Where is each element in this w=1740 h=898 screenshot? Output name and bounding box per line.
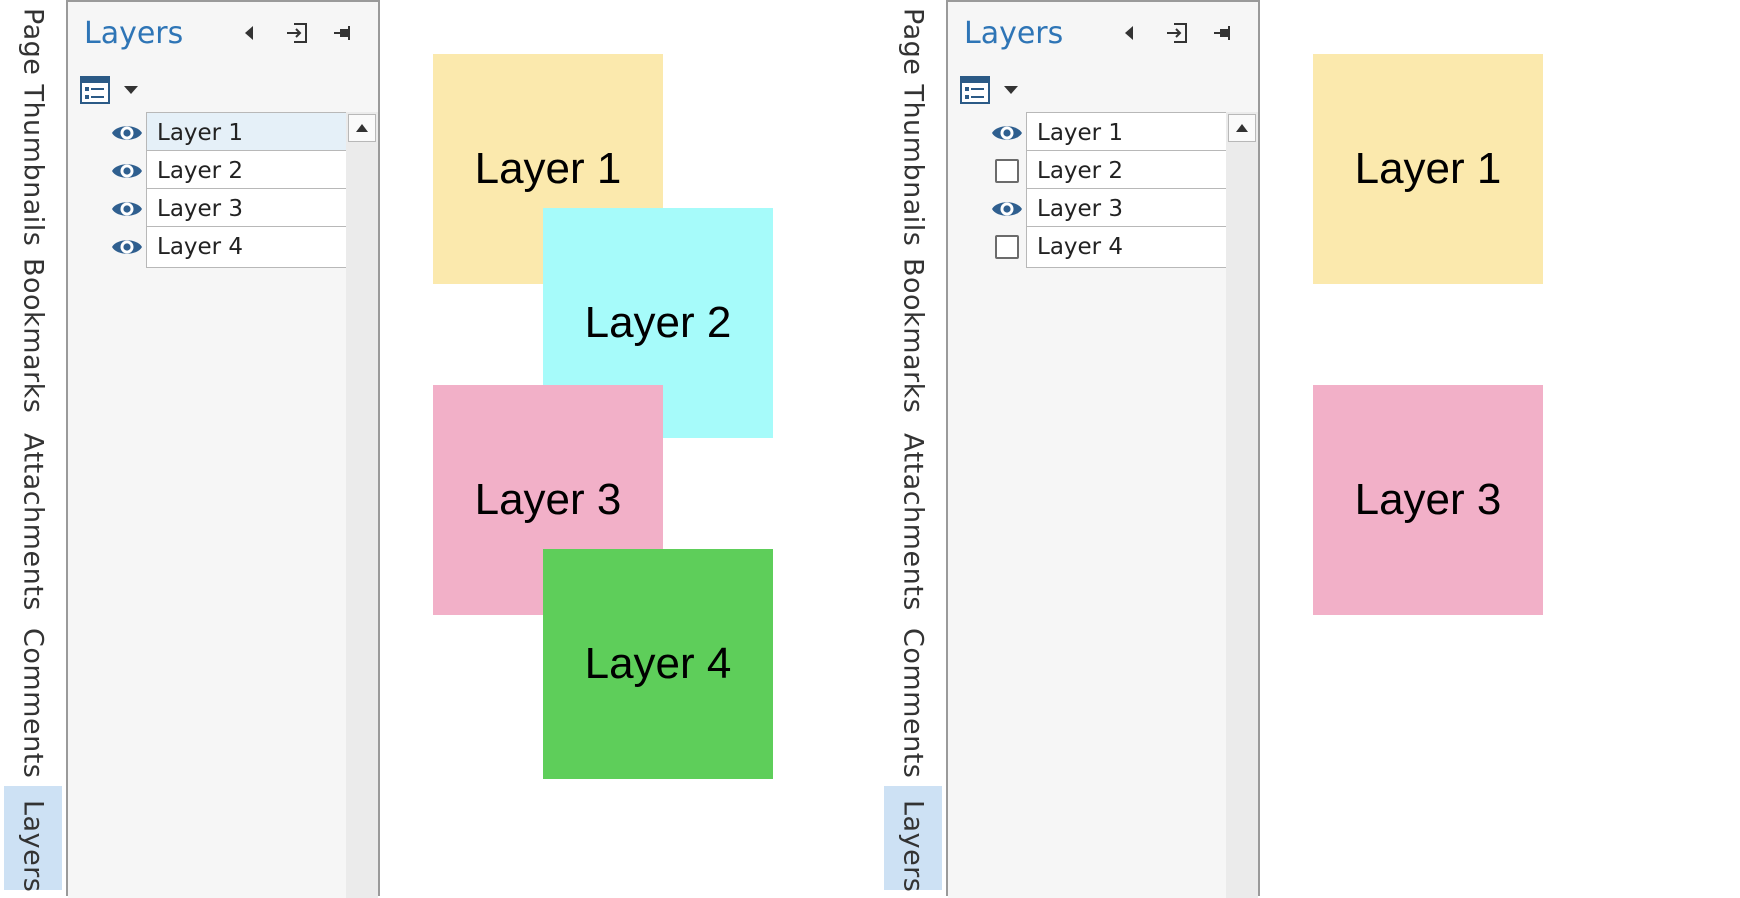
layer-row: Layer 2 [68,150,346,192]
tab-bookmarks[interactable]: Bookmarks [884,250,942,414]
panel-header: Layers [948,2,1258,66]
tab-layers[interactable]: Layers [884,786,942,893]
tab-label: Page Thumbnails [897,8,929,247]
tab-page-thumbnails[interactable]: Page Thumbnails [884,0,942,246]
tab-layers[interactable]: Layers [4,786,62,893]
caret-left-icon[interactable] [236,20,262,46]
eye-icon[interactable] [110,116,144,150]
layer-name[interactable]: Layer 4 [146,226,346,268]
layer-name[interactable]: Layer 4 [1026,226,1226,268]
layer-row: Layer 1 [948,112,1226,154]
scroll-up-arrow-icon[interactable] [1228,114,1256,142]
layer-list-scrollbar[interactable] [1226,112,1258,898]
undock-icon[interactable] [284,20,310,46]
layer-row: Layer 2 [948,150,1226,192]
side-tab-strip: Page Thumbnails Bookmarks Attachments Co… [880,0,946,896]
tab-label: Layers [897,800,929,893]
tab-comments[interactable]: Comments [4,620,62,780]
tab-label: Layers [17,800,49,893]
tab-label: Attachments [17,433,49,611]
tab-label: Bookmarks [17,258,49,414]
tab-bookmarks[interactable]: Bookmarks [4,250,62,414]
document-canvas: Layer 1 Layer 2 Layer 3 Layer 4 [380,0,870,896]
layer-options-icon[interactable] [78,74,112,106]
eye-icon[interactable] [990,116,1024,150]
chevron-down-icon[interactable] [118,78,144,102]
tab-page-thumbnails[interactable]: Page Thumbnails [4,0,62,246]
empty-checkbox-icon[interactable] [990,230,1024,264]
layer-options-icon[interactable] [958,74,992,106]
tab-comments[interactable]: Comments [884,620,942,780]
scene-all-layers-visible: Page Thumbnails Bookmarks Attachments Co… [0,0,870,898]
scene-some-layers-hidden: Page Thumbnails Bookmarks Attachments Co… [880,0,1740,898]
checkbox-square [995,159,1019,183]
layer-row: Layer 3 [68,188,346,230]
layer-box-label: Layer 4 [584,639,732,688]
layer-box-label: Layer 1 [1354,144,1502,193]
tab-label: Bookmarks [897,258,929,414]
layer-name[interactable]: Layer 3 [1026,188,1226,230]
panel-title: Layers [964,16,1064,51]
layer-row: Layer 4 [948,226,1226,268]
panel-header: Layers [68,2,378,66]
tab-attachments[interactable]: Attachments [4,425,62,611]
layer-box-label: Layer 2 [584,298,732,347]
eye-icon[interactable] [110,192,144,226]
panel-toolbar [948,68,1258,112]
eye-icon[interactable] [110,154,144,188]
layer-list-scrollbar[interactable] [346,112,378,898]
layer-box-label: Layer 3 [1354,475,1502,524]
pin-icon[interactable] [1210,20,1236,46]
empty-checkbox-icon[interactable] [990,154,1024,188]
layer-name[interactable]: Layer 1 [146,112,346,154]
tab-label: Comments [897,628,929,779]
document-canvas: Layer 1 Layer 3 [1260,0,1740,896]
tab-label: Attachments [897,433,929,611]
layer-name[interactable]: Layer 1 [1026,112,1226,154]
tab-label: Page Thumbnails [17,8,49,247]
layer-box-3: Layer 3 [1313,385,1543,615]
layer-box-label: Layer 3 [474,475,622,524]
layer-name[interactable]: Layer 2 [1026,150,1226,192]
side-tab-strip: Page Thumbnails Bookmarks Attachments Co… [0,0,66,896]
undock-icon[interactable] [1164,20,1190,46]
eye-icon[interactable] [110,230,144,264]
scroll-up-arrow-icon[interactable] [348,114,376,142]
panel-toolbar [68,68,378,112]
layer-name[interactable]: Layer 3 [146,188,346,230]
pin-icon[interactable] [330,20,356,46]
tab-label: Comments [17,628,49,779]
layer-row: Layer 1 [68,112,346,154]
panel-title: Layers [84,16,184,51]
layer-row: Layer 4 [68,226,346,268]
layer-name[interactable]: Layer 2 [146,150,346,192]
checkbox-square [995,235,1019,259]
layer-row: Layer 3 [948,188,1226,230]
layer-box-label: Layer 1 [474,144,622,193]
eye-icon[interactable] [990,192,1024,226]
chevron-down-icon[interactable] [998,78,1024,102]
layer-box-1: Layer 1 [1313,54,1543,284]
layer-box-4: Layer 4 [543,549,773,779]
caret-left-icon[interactable] [1116,20,1142,46]
tab-attachments[interactable]: Attachments [884,425,942,611]
